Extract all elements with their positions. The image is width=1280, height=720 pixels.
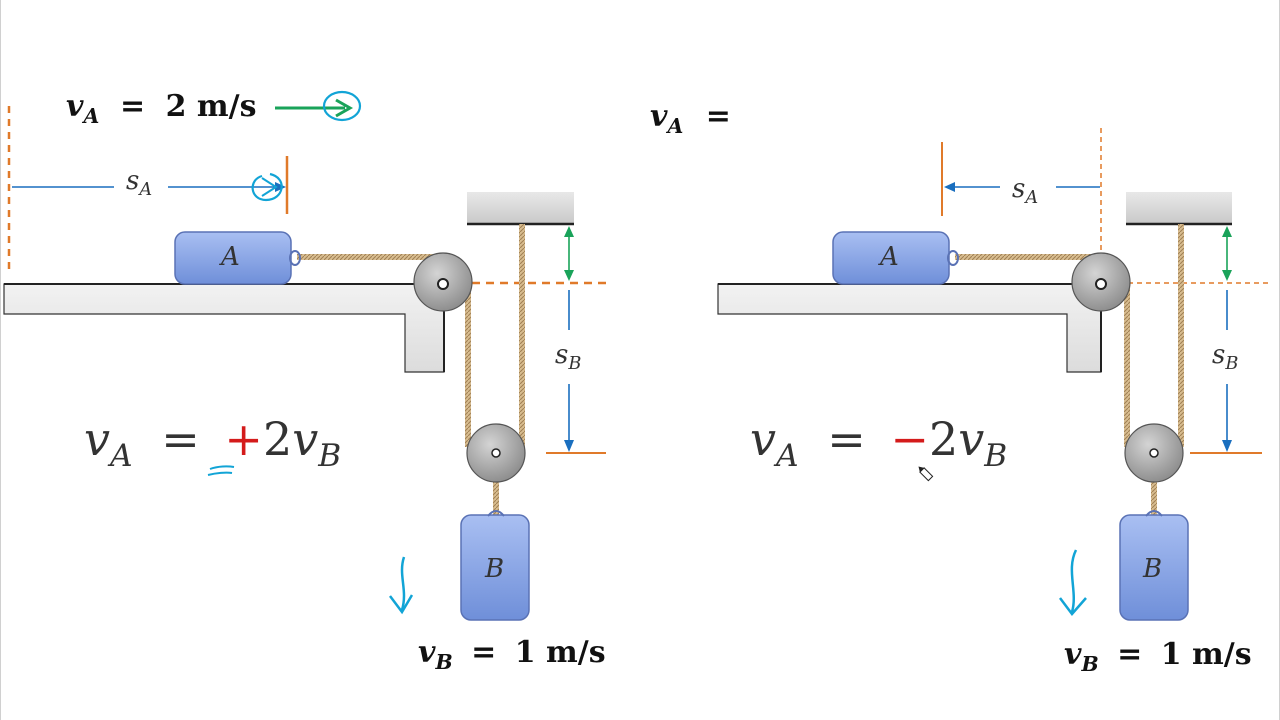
left-eq-coefficient: 2 — [262, 412, 293, 466]
right-vb-label: vB = 1 m/s — [1064, 637, 1252, 675]
left-va-symbol: v — [66, 89, 84, 124]
left-eq-vb-subscript: B — [318, 437, 342, 474]
right-eq-vb-subscript: B — [984, 437, 1008, 474]
right-sb-symbol: s — [1212, 340, 1226, 370]
left-sb-arrow-icon — [564, 440, 574, 452]
left-vb-value: 1 m/s — [514, 635, 606, 670]
right-sa-subscript: A — [1025, 188, 1039, 209]
left-sb-symbol: s — [555, 340, 569, 370]
right-rope-vertical-b — [1178, 224, 1184, 447]
right-sb-subscript: B — [1225, 354, 1239, 375]
left-block-b-label: B — [485, 554, 505, 584]
left-ceiling — [467, 192, 574, 224]
left-vb-equals: = — [471, 635, 497, 670]
pencil-cursor-icon — [918, 466, 934, 482]
left-va-subscript: A — [83, 104, 100, 129]
right-sb-arrow-icon — [1222, 440, 1232, 452]
left-rope-horizontal — [297, 254, 443, 260]
left-sb-subscript: B — [568, 354, 582, 375]
right-va-equals: = — [705, 99, 731, 134]
left-rope-vertical-b — [519, 224, 525, 447]
right-sb-label: sB — [1212, 340, 1238, 373]
left-table — [3, 283, 445, 373]
left-sb-label: sB — [555, 340, 581, 373]
right-va-label: vA = — [650, 99, 731, 137]
left-va-label: vA — [66, 89, 99, 127]
right-rope-vertical-a — [1124, 282, 1130, 447]
right-eq-coefficient: 2 — [928, 412, 959, 466]
left-sa-subscript: A — [139, 180, 153, 201]
right-down-arrow-annotation — [1070, 549, 1078, 613]
right-vb-symbol: v — [1064, 637, 1082, 672]
left-block-a-label: A — [221, 242, 240, 272]
left-eq-equals: = — [161, 412, 200, 466]
left-va-value-group: = 2 m/s — [120, 92, 257, 122]
left-sa-arrow-icon — [275, 182, 286, 192]
right-block-b-label: B — [1143, 554, 1163, 584]
right-eq-va-subscript: A — [776, 437, 799, 474]
left-down-arrow-annotation — [400, 556, 406, 611]
left-vb-label: vB = 1 m/s — [418, 635, 606, 673]
left-sa-circle-annotation — [251, 172, 283, 202]
right-eq-sign: − — [890, 412, 929, 466]
left-equation: vA = +2vB — [84, 416, 341, 472]
right-rope-to-block-b — [1151, 455, 1157, 517]
right-block-b — [1119, 514, 1189, 621]
right-vb-subscript: B — [1081, 652, 1099, 677]
right-vb-value: 1 m/s — [1160, 637, 1252, 672]
left-eq-va-subscript: A — [110, 437, 133, 474]
left-va-circle-annotation — [322, 90, 362, 122]
left-scene — [3, 90, 606, 621]
left-eq-sign: + — [224, 412, 263, 466]
right-scene — [717, 128, 1270, 621]
left-rope-to-block-b — [493, 455, 499, 517]
left-sa-symbol: s — [126, 166, 140, 196]
right-eq-equals: = — [827, 412, 866, 466]
right-vb-equals: = — [1117, 637, 1143, 672]
right-equation: vA = −2vB — [750, 416, 1007, 472]
right-va-subscript: A — [667, 114, 684, 139]
left-sa-label: sA — [126, 166, 152, 199]
left-vb-subscript: B — [435, 650, 453, 675]
left-va-value: 2 m/s — [165, 89, 257, 124]
right-eq-vb-symbol: v — [958, 412, 985, 466]
right-table — [717, 283, 1102, 373]
right-va-symbol: v — [650, 99, 668, 134]
right-block-a-label: A — [880, 242, 899, 272]
right-ceiling — [1126, 192, 1232, 224]
left-sa-chevron-annotation — [261, 177, 278, 197]
right-rope-horizontal — [955, 254, 1101, 260]
left-va-arrow-icon — [335, 98, 354, 118]
left-sign-underline-annotation — [207, 465, 235, 476]
right-sa-label: sA — [1012, 174, 1038, 207]
left-va-equals: = — [120, 89, 146, 124]
left-rope-vertical-a — [465, 282, 471, 447]
right-sa-symbol: s — [1012, 174, 1026, 204]
left-eq-vb-symbol: v — [292, 412, 319, 466]
right-sa-arrow-icon — [944, 182, 955, 192]
right-eq-va-symbol: v — [750, 412, 776, 466]
left-block-b — [460, 514, 530, 621]
left-eq-va-symbol: v — [84, 412, 110, 466]
left-vb-symbol: v — [418, 635, 436, 670]
